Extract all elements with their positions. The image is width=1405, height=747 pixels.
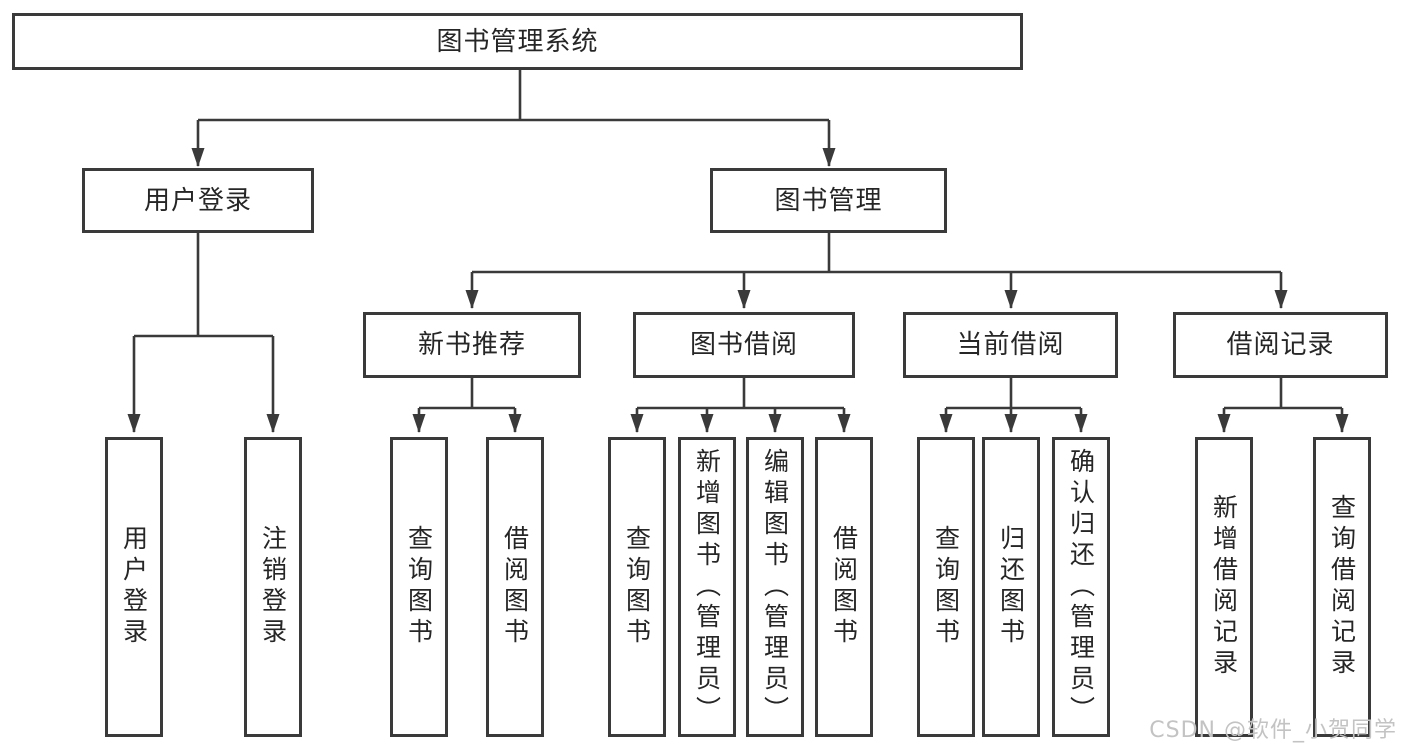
leaf-label: 确认归还（管理员） <box>1066 447 1096 727</box>
leaf-user-login: 用户登录 <box>105 437 163 737</box>
leaf-label: 查询图书 <box>931 525 961 649</box>
node-label: 新书推荐 <box>417 330 526 360</box>
leaf-borrow-query-books: 查询图书 <box>608 437 666 737</box>
leaf-recommend-borrow-books: 借阅图书 <box>486 437 544 737</box>
node-borrow-records: 借阅记录 <box>1173 312 1388 378</box>
new-book-recommend-branch-lines <box>412 378 522 433</box>
node-book-borrow: 图书借阅 <box>633 312 855 378</box>
leaf-label: 注销登录 <box>258 525 288 649</box>
leaf-query-borrow-record: 查询借阅记录 <box>1313 437 1371 737</box>
leaf-label: 归还图书 <box>996 525 1026 649</box>
current-borrow-branch-lines <box>939 378 1088 433</box>
leaf-label: 新增借阅记录 <box>1209 494 1239 680</box>
node-label: 图书借阅 <box>689 330 798 360</box>
node-label: 图书管理 <box>774 185 883 216</box>
root-branch-lines <box>191 70 836 167</box>
leaf-label: 编辑图书（管理员） <box>760 447 790 727</box>
node-new-book-recommend: 新书推荐 <box>363 312 581 378</box>
leaf-add-borrow-record: 新增借阅记录 <box>1195 437 1253 737</box>
node-current-borrow: 当前借阅 <box>903 312 1118 378</box>
csdn-watermark: CSDN @软件_小贺同学 <box>1149 718 1397 743</box>
leaf-current-confirm-return-admin: 确认归还（管理员） <box>1052 437 1110 737</box>
leaf-label: 查询图书 <box>622 525 652 649</box>
borrow-records-branch-lines <box>1217 378 1349 433</box>
node-label: 用户登录 <box>143 185 252 216</box>
node-root-library-system: 图书管理系统 <box>12 13 1023 70</box>
node-user-login: 用户登录 <box>82 168 314 233</box>
leaf-recommend-query-books: 查询图书 <box>390 437 448 737</box>
leaf-borrow-borrow-books: 借阅图书 <box>815 437 873 737</box>
leaf-borrow-edit-books-admin: 编辑图书（管理员） <box>746 437 804 737</box>
leaf-current-return-books: 归还图书 <box>982 437 1040 737</box>
leaf-current-query-books: 查询图书 <box>917 437 975 737</box>
user-login-branch-lines <box>127 233 280 433</box>
leaf-borrow-add-books-admin: 新增图书（管理员） <box>678 437 736 737</box>
leaf-label: 借阅图书 <box>829 525 859 649</box>
node-book-management: 图书管理 <box>710 168 947 233</box>
leaf-logout: 注销登录 <box>244 437 302 737</box>
book-management-branch-lines <box>465 233 1288 309</box>
leaf-label: 查询图书 <box>404 525 434 649</box>
leaf-label: 用户登录 <box>119 525 149 649</box>
leaf-label: 查询借阅记录 <box>1327 494 1357 680</box>
leaf-label: 借阅图书 <box>500 525 530 649</box>
book-borrow-branch-lines <box>630 378 851 433</box>
node-label: 当前借阅 <box>956 330 1065 360</box>
leaf-label: 新增图书（管理员） <box>692 447 722 727</box>
node-label: 借阅记录 <box>1226 330 1335 360</box>
node-label: 图书管理系统 <box>436 26 599 57</box>
